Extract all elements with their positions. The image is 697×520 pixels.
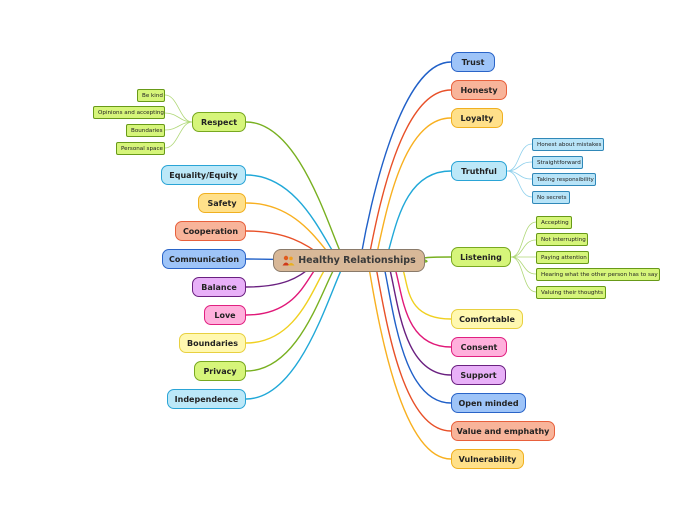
subtopic-label: Paying attention	[541, 254, 587, 261]
topic-consent[interactable]: Consent	[451, 337, 507, 357]
topic-label: Vulnerability	[458, 454, 517, 464]
topic-label: Trust	[461, 57, 485, 67]
subtopic-straightforward[interactable]: Straightforward	[532, 156, 583, 169]
topic-love[interactable]: Love	[204, 305, 246, 325]
connector-right	[387, 261, 452, 376]
subtopic-label: Boundaries	[131, 127, 163, 134]
connector-listening-child	[510, 239, 537, 258]
subtopic-honest-about-mistakes[interactable]: Honest about mistakes	[532, 138, 604, 151]
connector-listening-child	[510, 256, 537, 293]
topic-cooperation[interactable]: Cooperation	[175, 221, 246, 241]
topic-equality-equity[interactable]: Equality/Equity	[161, 165, 246, 185]
subtopic-not-interrupting[interactable]: Not interrupting	[536, 233, 588, 246]
topic-label: Loyalty	[460, 113, 494, 123]
connector-right	[392, 261, 452, 348]
connector-respect-child	[164, 112, 193, 123]
subtopic-label: Be kind	[142, 92, 163, 99]
connector-truthful-child	[506, 143, 533, 172]
topic-value-and-emphathy[interactable]: Value and emphathy	[451, 421, 555, 441]
connector-truthful-child	[506, 161, 533, 172]
topic-label: Open minded	[458, 398, 519, 408]
topic-comfortable[interactable]: Comfortable	[451, 309, 523, 329]
topic-support[interactable]: Support	[451, 365, 506, 385]
connector-respect-child	[164, 121, 193, 149]
subtopic-personal-space[interactable]: Personal space	[116, 142, 165, 155]
connector-right	[422, 256, 452, 263]
subtopic-label: Personal space	[121, 145, 163, 152]
connector-right	[374, 261, 452, 432]
topic-label: Support	[460, 370, 497, 380]
subtopic-label: Honest about mistakes	[537, 141, 602, 148]
topic-honesty[interactable]: Honesty	[451, 80, 507, 100]
subtopic-label: Opinions and accepting	[98, 109, 164, 116]
topic-label: Consent	[460, 342, 498, 352]
topic-communication[interactable]: Communication	[162, 249, 246, 269]
connector-right	[359, 61, 452, 263]
subtopic-label: Taking responsibility	[537, 176, 594, 183]
connector-truthful-child	[506, 170, 533, 198]
topic-label: Boundaries	[187, 338, 238, 348]
topic-label: Comfortable	[459, 314, 515, 324]
central-topic-label: Healthy Relationships	[298, 255, 416, 266]
topic-respect[interactable]: Respect	[192, 112, 246, 132]
subtopic-label: No secrets	[537, 194, 567, 201]
topic-label: Respect	[200, 117, 238, 127]
connector-right	[367, 89, 452, 263]
connector-listening-child	[510, 221, 537, 258]
topic-label: Communication	[168, 254, 240, 264]
subtopic-label: Accepting	[541, 219, 569, 226]
connector-right	[367, 261, 452, 460]
connector-right	[374, 117, 452, 263]
topic-independence[interactable]: Independence	[167, 389, 246, 409]
topic-label: Safety	[207, 198, 237, 208]
topic-loyalty[interactable]: Loyalty	[451, 108, 503, 128]
subtopic-label: Hearing what the other person has to say	[541, 271, 658, 278]
subtopic-paying-attention[interactable]: Paying attention	[536, 251, 589, 264]
topic-safety[interactable]: Safety	[198, 193, 246, 213]
topic-label: Value and emphathy	[456, 426, 550, 436]
connector-listening-child	[510, 256, 537, 275]
connector-right	[382, 261, 452, 404]
topic-truthful[interactable]: Truthful	[451, 161, 507, 181]
connector-left	[245, 261, 339, 372]
central-topic[interactable]: Healthy Relationships	[273, 249, 425, 272]
topic-listening[interactable]: Listening	[451, 247, 511, 267]
topic-boundaries[interactable]: Boundaries	[179, 333, 246, 353]
topic-privacy[interactable]: Privacy	[194, 361, 246, 381]
topic-label: Cooperation	[182, 226, 239, 236]
topic-open-minded[interactable]: Open minded	[451, 393, 526, 413]
subtopic-label: Not interrupting	[541, 236, 586, 243]
connector-respect-child	[164, 94, 193, 123]
subtopic-hearing-what-the-other-person-has-to-say[interactable]: Hearing what the other person has to say	[536, 268, 660, 281]
topic-balance[interactable]: Balance	[192, 277, 246, 297]
topic-label: Love	[214, 310, 236, 320]
subtopic-boundaries[interactable]: Boundaries	[126, 124, 165, 137]
subtopic-accepting[interactable]: Accepting	[536, 216, 572, 229]
topic-label: Listening	[460, 252, 502, 262]
topic-label: Honesty	[460, 85, 498, 95]
subtopic-label: Valuing their thoughts	[541, 289, 604, 296]
topic-label: Privacy	[203, 366, 237, 376]
subtopic-no-secrets[interactable]: No secrets	[532, 191, 570, 204]
topic-trust[interactable]: Trust	[451, 52, 495, 72]
topic-label: Equality/Equity	[169, 170, 238, 180]
subtopic-be-kind[interactable]: Be kind	[137, 89, 165, 102]
connector-left	[245, 121, 346, 263]
connector-left	[245, 261, 346, 400]
topic-label: Truthful	[461, 166, 497, 176]
topic-label: Independence	[174, 394, 239, 404]
subtopic-opinions-and-accepting[interactable]: Opinions and accepting	[93, 106, 165, 119]
subtopic-label: Straightforward	[537, 159, 581, 166]
topic-vulnerability[interactable]: Vulnerability	[451, 449, 524, 469]
subtopic-valuing-their-thoughts[interactable]: Valuing their thoughts	[536, 286, 606, 299]
topic-label: Balance	[201, 282, 237, 292]
people-icon	[282, 255, 295, 266]
subtopic-taking-responsibility[interactable]: Taking responsibility	[532, 173, 596, 186]
